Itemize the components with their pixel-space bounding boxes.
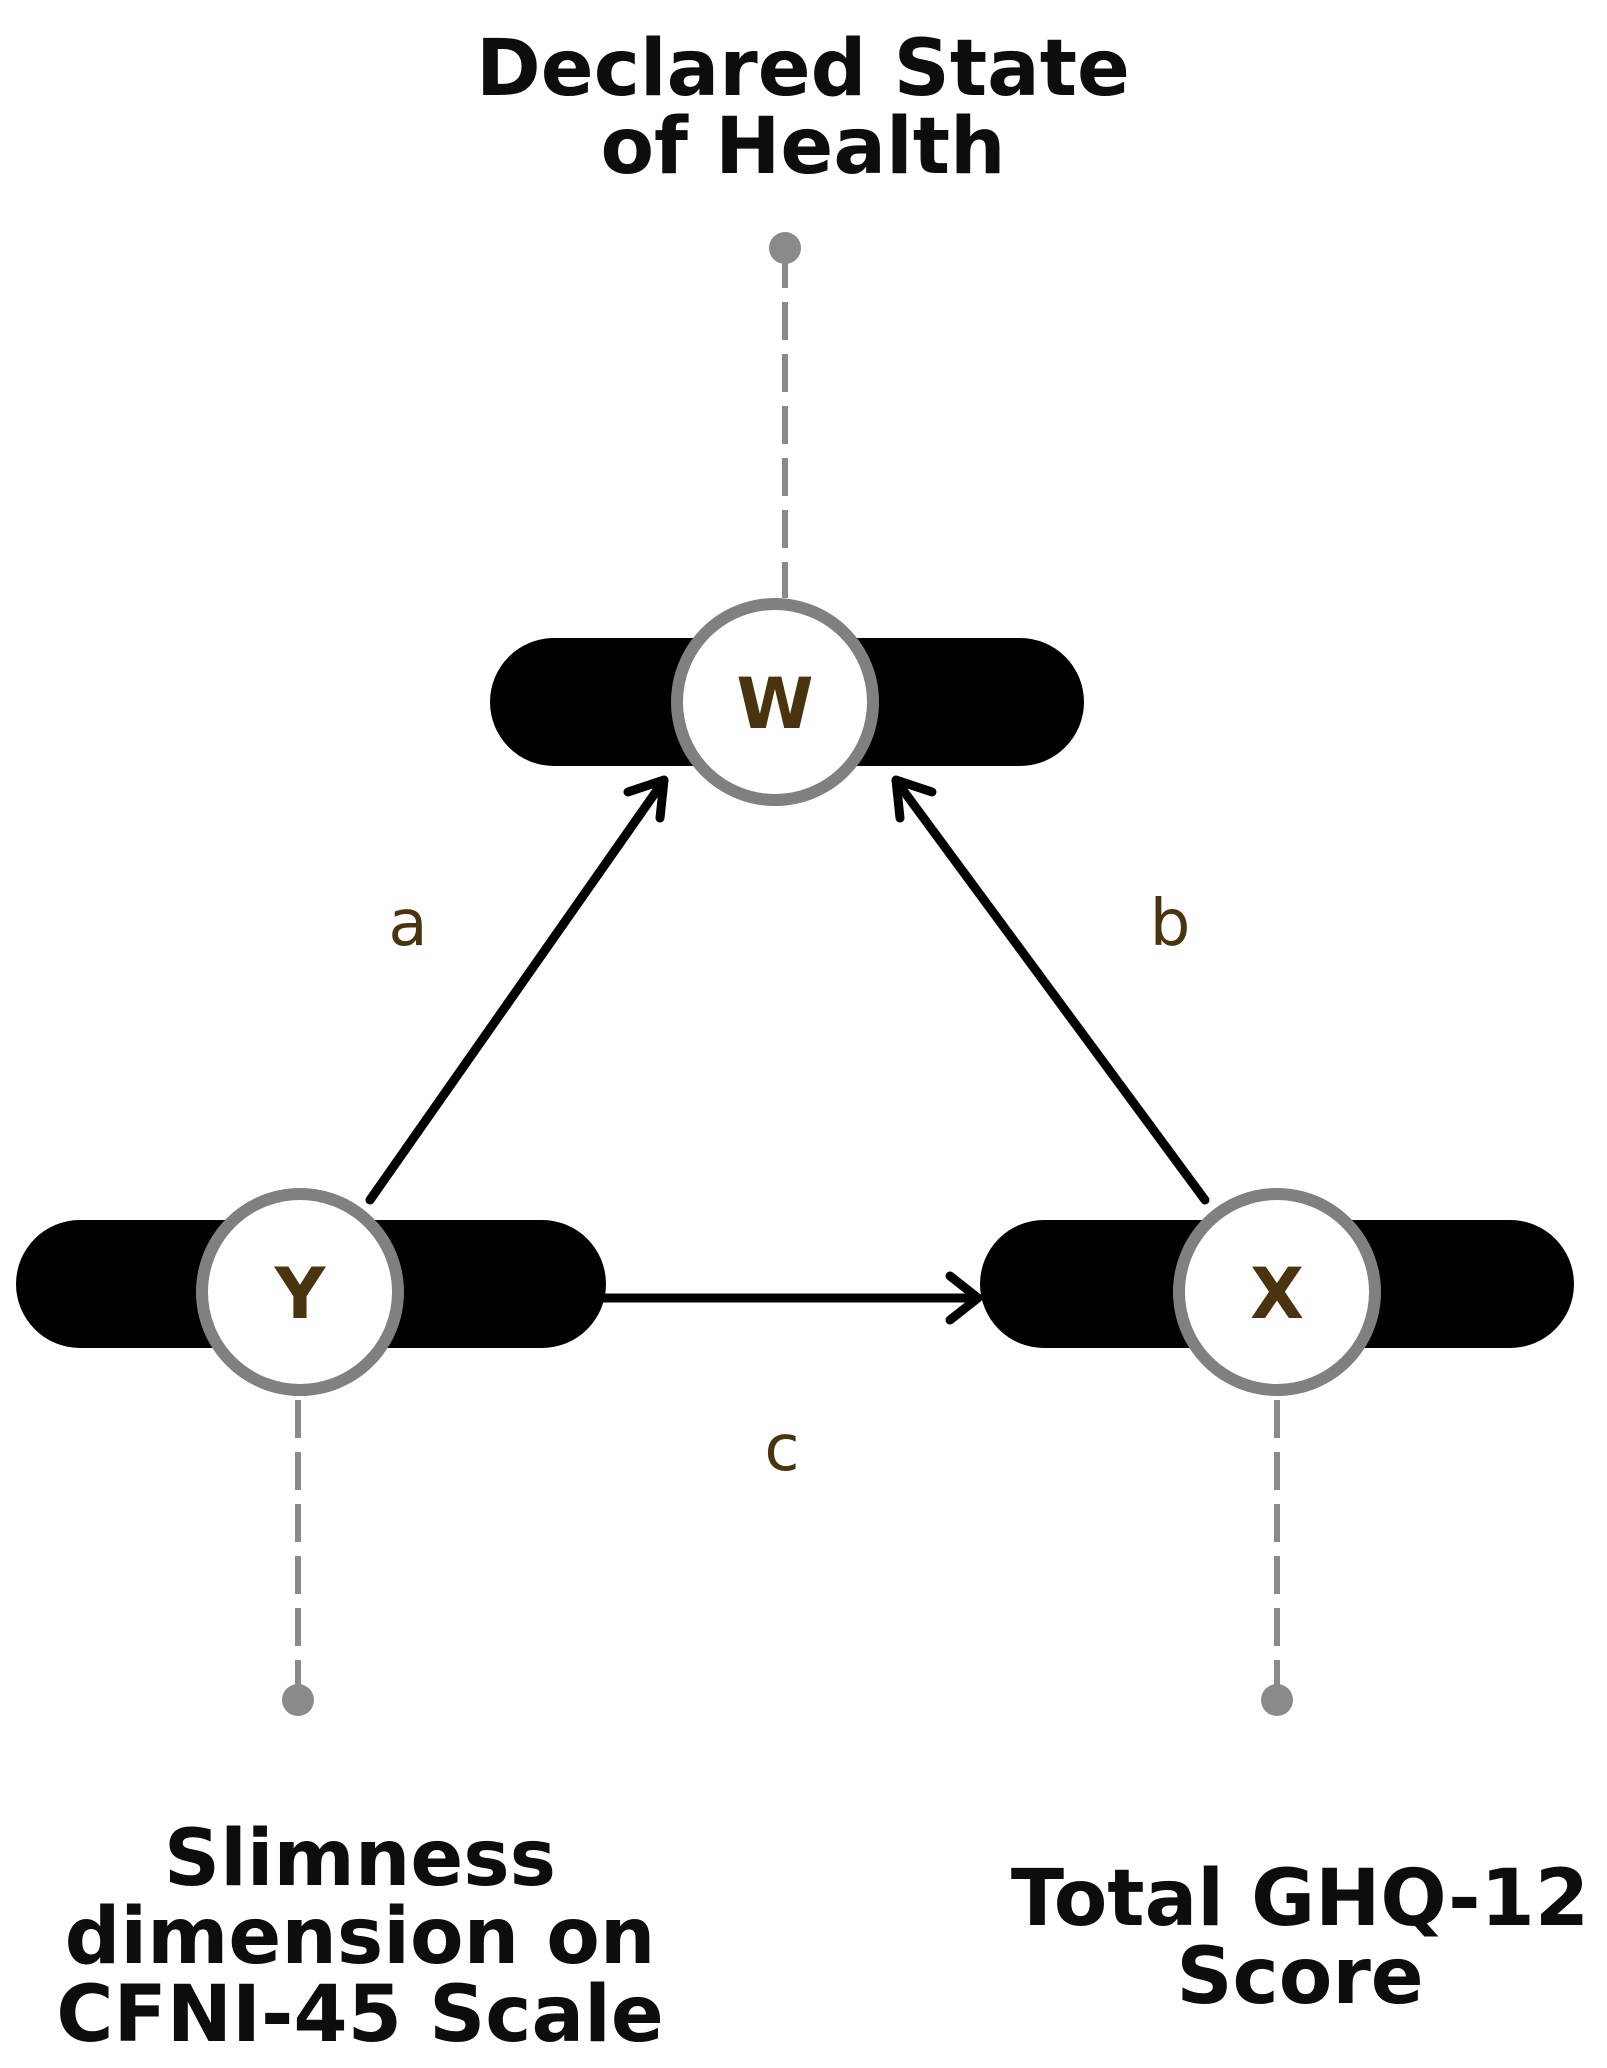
arrow-a (365, 775, 669, 1205)
node-x: X (980, 1188, 1574, 1396)
node-w-title: Declared State of Health (403, 30, 1203, 186)
node-y-title: Slimness dimension on CFNI-45 Scale (0, 1820, 720, 2054)
connector-y-dot (282, 1684, 314, 1716)
path-label-b: b (1150, 887, 1191, 961)
node-y-title-line: CFNI-45 Scale (56, 1970, 664, 2060)
node-w-title-line: Declared State (476, 24, 1130, 114)
node-x-title-line: Score (1176, 1932, 1424, 2022)
node-y-title-line: dimension on (64, 1892, 656, 1982)
node-x-title-line: Total GHQ-12 (1010, 1854, 1590, 1944)
node-y: Y (16, 1188, 606, 1396)
node-w-letter: W (736, 663, 813, 745)
connector-w (769, 232, 801, 598)
path-label-a: a (388, 887, 427, 961)
connector-x (1261, 1400, 1293, 1716)
arrow-b (891, 775, 1210, 1205)
node-y-title-line: Slimness (163, 1814, 557, 1904)
node-w: W (490, 598, 1084, 806)
connector-w-dot (769, 232, 801, 264)
node-y-letter: Y (274, 1253, 327, 1335)
node-x-letter: X (1250, 1253, 1304, 1335)
node-x-circle (1173, 1188, 1381, 1396)
path-label-c: c (764, 1412, 799, 1486)
node-w-title-line: of Health (600, 102, 1006, 192)
connector-x-dot (1261, 1684, 1293, 1716)
arrow-c (585, 1271, 983, 1325)
node-x-title: Total GHQ-12 Score (960, 1860, 1607, 2016)
node-w-circle (671, 598, 879, 806)
node-y-circle (196, 1188, 404, 1396)
connector-y (282, 1400, 314, 1716)
